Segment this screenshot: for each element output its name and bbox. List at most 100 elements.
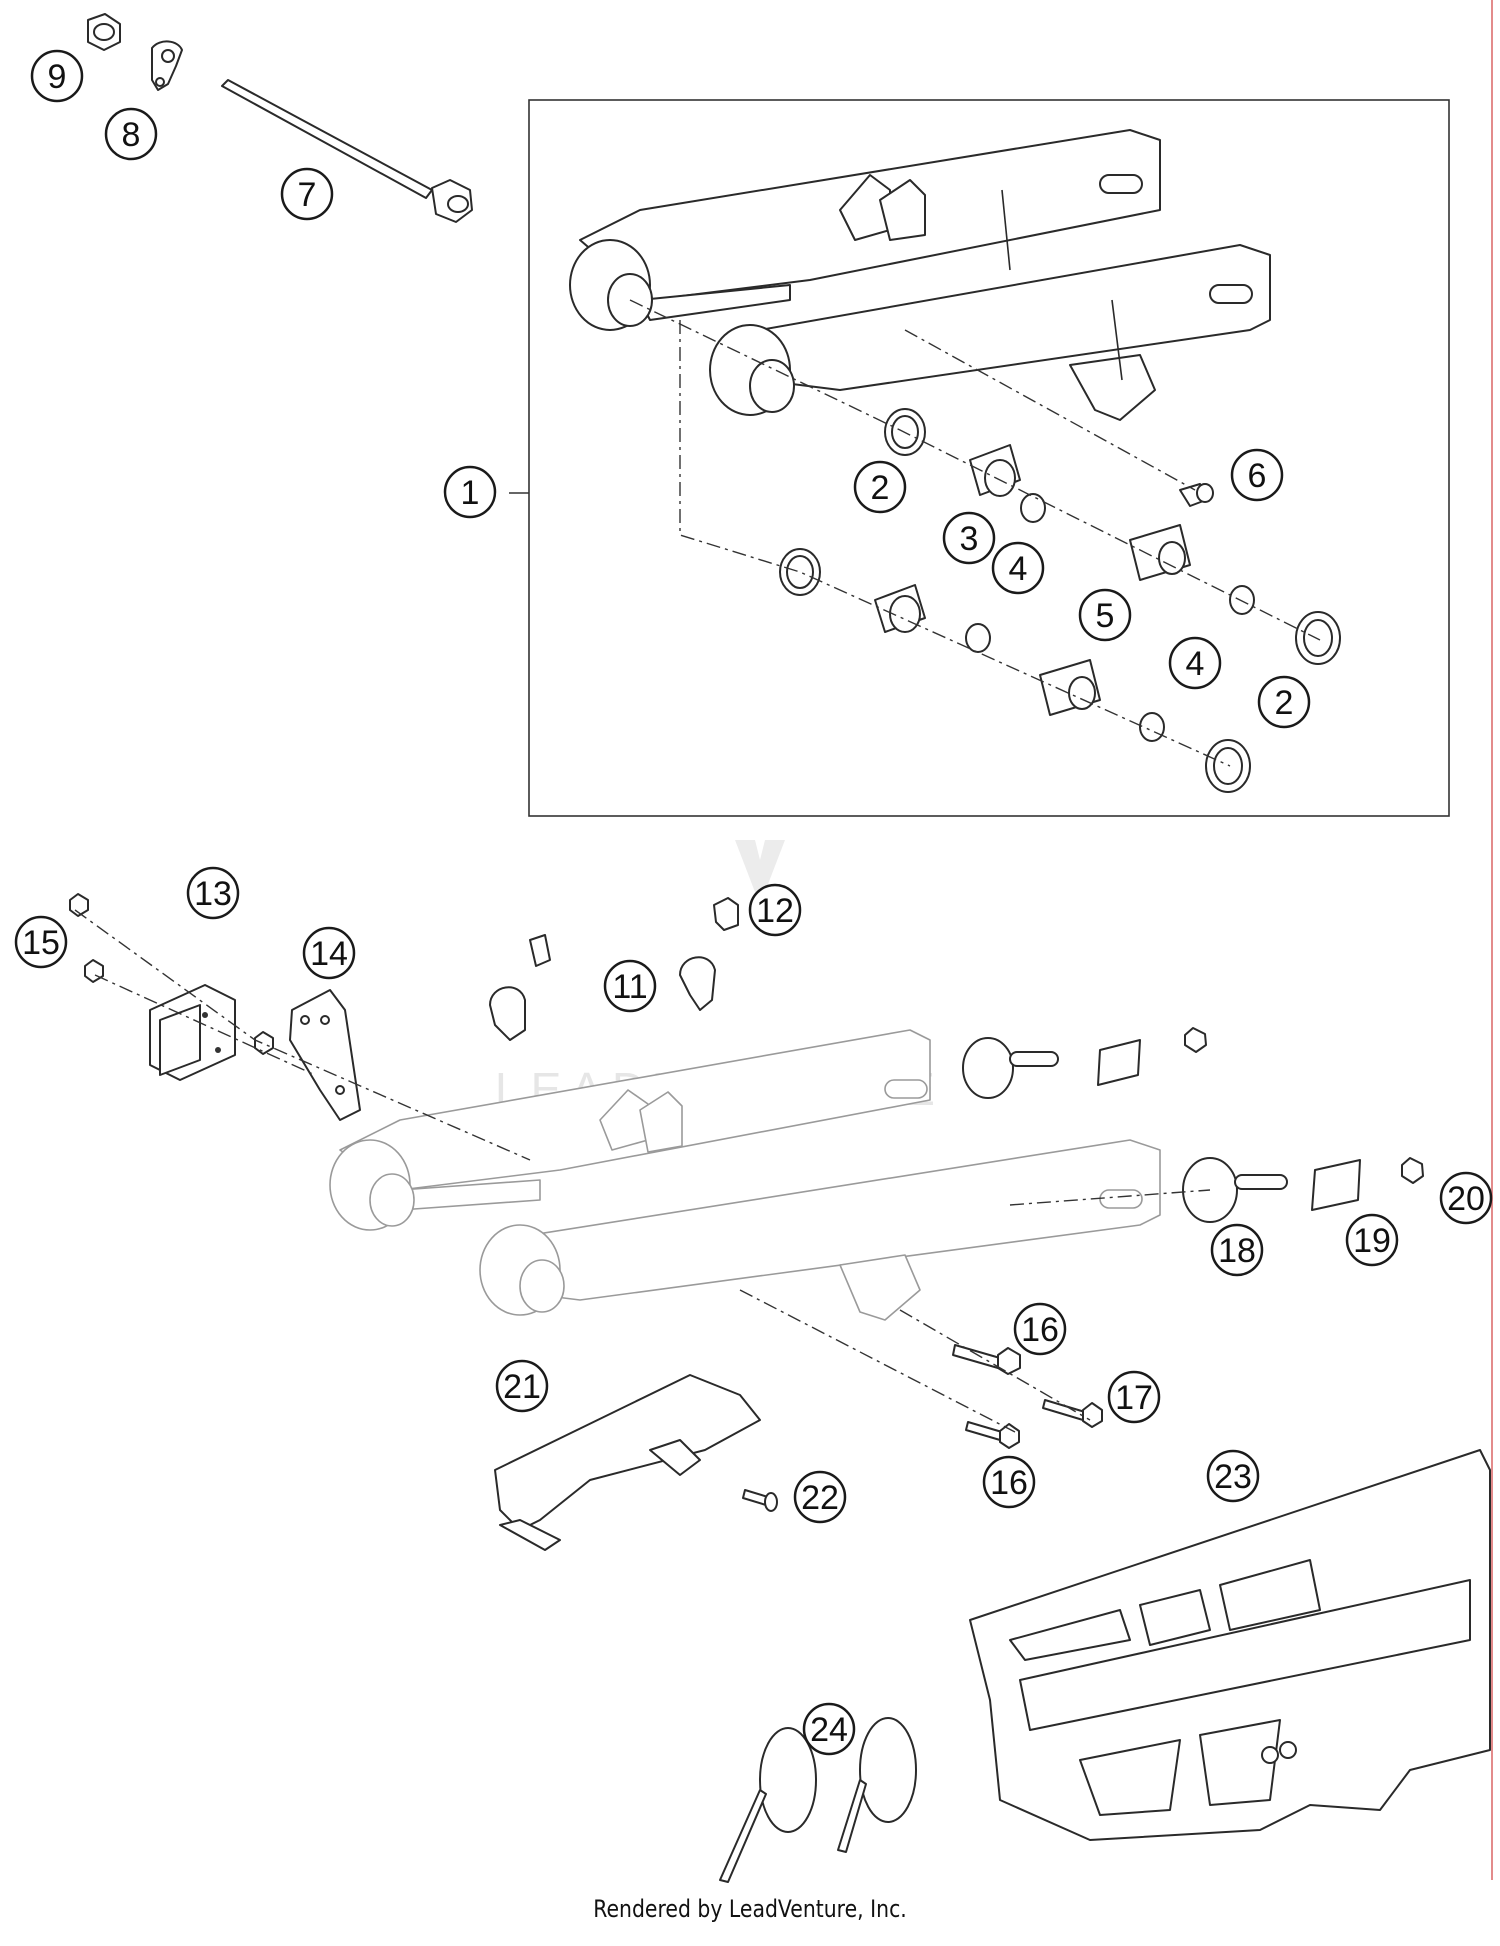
callout-number: 11 (612, 968, 647, 1006)
callout-4: 4 (1168, 636, 1222, 690)
callout-9: 9 (30, 49, 84, 103)
spacers-18-19-20 (962, 1027, 1424, 1223)
callout-2: 2 (1257, 675, 1311, 729)
callout-20: 20 (1439, 1171, 1493, 1225)
callout-number: 5 (1096, 597, 1115, 635)
callout-3: 3 (942, 511, 996, 565)
page-edge-line (1491, 0, 1493, 1880)
bolt-12 (529, 897, 739, 967)
callout-16: 16 (1013, 1302, 1067, 1356)
callout-19: 19 (1345, 1213, 1399, 1267)
callout-1: 1 (443, 465, 497, 519)
callout-circle (1168, 636, 1222, 690)
callout-number: 6 (1248, 457, 1267, 495)
callout-24: 24 (802, 1702, 856, 1756)
callout-circle (14, 915, 68, 969)
callout-number: 12 (756, 892, 794, 930)
chain-guard-23 (969, 1449, 1491, 1841)
callout-number: 7 (298, 176, 317, 214)
callout-circle (1013, 1302, 1067, 1356)
callout-13: 13 (186, 866, 240, 920)
callout-circle (302, 926, 356, 980)
callout-circle (186, 866, 240, 920)
callout-23: 23 (1206, 1449, 1260, 1503)
callout-number: 1 (461, 474, 480, 512)
callout-circle (1439, 1171, 1493, 1225)
callout-circle (104, 107, 158, 161)
callout-circle (1257, 675, 1311, 729)
callout-circle (942, 511, 996, 565)
callout-circle (1230, 448, 1284, 502)
callout-number: 18 (1218, 1232, 1256, 1270)
callout-circle (280, 167, 334, 221)
callout-number: 3 (960, 520, 979, 558)
assembly-lines-upper (629, 299, 1321, 767)
callout-circle (1206, 1449, 1260, 1503)
callout-circle (793, 1470, 847, 1524)
callout-number: 21 (503, 1368, 541, 1406)
axle-nut-9 (87, 13, 121, 51)
callout-circle (1107, 1370, 1161, 1424)
callout-circle (603, 959, 657, 1013)
callout-18: 18 (1210, 1223, 1264, 1277)
callout-number: 4 (1186, 645, 1205, 683)
callout-number: 14 (310, 935, 348, 973)
callout-17: 17 (1107, 1370, 1161, 1424)
callout-8: 8 (104, 107, 158, 161)
callout-number: 24 (810, 1711, 848, 1749)
callout-circle (991, 541, 1045, 595)
rendered-by-footer: Rendered by LeadVenture, Inc. (593, 1895, 907, 1923)
callout-number: 22 (801, 1479, 839, 1517)
callout-number: 2 (871, 469, 890, 507)
callout-circle (802, 1702, 856, 1756)
callout-15: 15 (14, 915, 68, 969)
callout-number: 16 (990, 1464, 1028, 1502)
screw-22 (742, 1489, 778, 1512)
callout-14: 14 (302, 926, 356, 980)
nuts-15 (69, 893, 104, 983)
cable-ties-24 (719, 1717, 917, 1883)
chain-slider-21 (494, 1374, 761, 1551)
callout-number: 16 (1021, 1311, 1059, 1349)
callout-number: 19 (1353, 1222, 1391, 1260)
callout-number: 15 (22, 924, 60, 962)
callout-4: 4 (991, 541, 1045, 595)
callout-number: 4 (1009, 550, 1028, 588)
bolts-16-17 (952, 1344, 1103, 1449)
bracket-14 (254, 989, 361, 1121)
callout-circle (1345, 1213, 1399, 1267)
callout-6: 6 (1230, 448, 1284, 502)
callout-number: 17 (1115, 1379, 1153, 1417)
callout-number: 9 (48, 58, 67, 96)
callout-2: 2 (853, 460, 907, 514)
callout-circle (1078, 588, 1132, 642)
swingarm-axle-7 (221, 79, 473, 223)
callout-circle (748, 883, 802, 937)
callout-22: 22 (793, 1470, 847, 1524)
callout-5: 5 (1078, 588, 1132, 642)
callout-circle (1210, 1223, 1264, 1277)
callout-number: 13 (194, 875, 232, 913)
assembly-lines-lower (74, 909, 1211, 1433)
swingarm-upper (569, 129, 1271, 421)
chain-slider-clip-11 (489, 956, 716, 1041)
callout-16: 16 (982, 1455, 1036, 1509)
callout-21: 21 (495, 1359, 549, 1413)
callout-11: 11 (603, 959, 657, 1013)
callout-circle (443, 465, 497, 519)
callout-number: 8 (122, 116, 141, 154)
bearing-parts (779, 408, 1341, 793)
callout-number: 20 (1447, 1180, 1485, 1218)
callout-7: 7 (280, 167, 334, 221)
swingarm-group-frame (528, 99, 1450, 817)
callout-number: 2 (1275, 684, 1294, 722)
callout-circle (853, 460, 907, 514)
washer-plate-8 (151, 40, 183, 91)
callout-12: 12 (748, 883, 802, 937)
callout-number: 23 (1214, 1458, 1252, 1496)
chain-guide-block-13 (149, 984, 236, 1081)
callout-circle (30, 49, 84, 103)
